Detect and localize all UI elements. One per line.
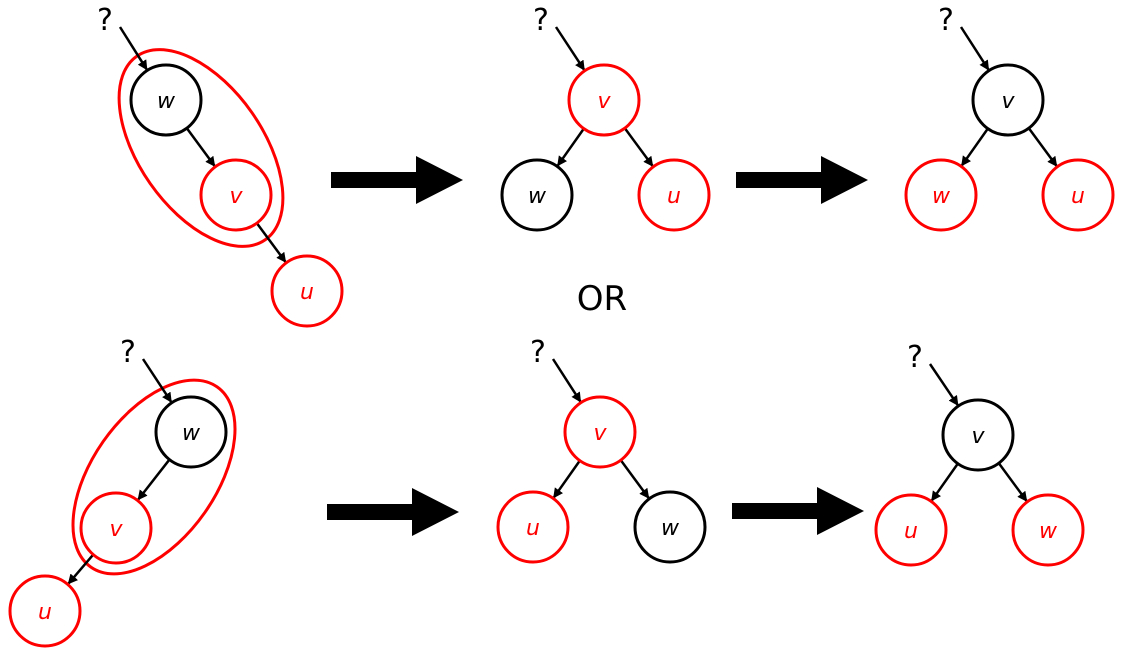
edge-v-to-w	[619, 459, 650, 499]
edge-parent-to-v	[551, 358, 582, 403]
node-u: u	[874, 493, 948, 567]
edge-v-to-w	[960, 127, 989, 167]
node-v: v	[79, 491, 153, 565]
node-w: w	[154, 395, 228, 469]
node-v: v	[971, 63, 1045, 137]
node-u: u	[1041, 158, 1115, 232]
node-u-circle	[8, 574, 82, 648]
node-v-circle	[971, 63, 1045, 137]
edge-parent-to-v	[959, 26, 990, 71]
node-u-circle	[874, 493, 948, 567]
node-v-label: v	[1001, 89, 1015, 114]
node-u-label: u	[667, 184, 681, 209]
node-w-circle	[1011, 493, 1085, 567]
node-w: w	[500, 158, 574, 232]
node-w-circle	[129, 63, 203, 137]
edge-v-to-u	[1027, 127, 1058, 167]
node-w-circle	[500, 158, 574, 232]
edge-v-to-u	[623, 127, 654, 167]
edge-w-to-v	[137, 458, 171, 501]
node-v-circle	[563, 395, 637, 469]
node-v-circle	[941, 398, 1015, 472]
edge-v-to-w	[556, 127, 585, 167]
node-v-label: v	[597, 89, 611, 114]
node-u-label: u	[904, 519, 918, 544]
node-w: w	[633, 490, 707, 564]
node-u: u	[496, 490, 570, 564]
node-v: v	[941, 398, 1015, 472]
parent-placeholder: ?	[97, 3, 113, 38]
node-w-label: w	[528, 184, 547, 209]
node-u-label: u	[38, 600, 52, 625]
edge-v-to-w	[997, 462, 1028, 502]
node-u: u	[637, 158, 711, 232]
node-v-label: v	[971, 424, 985, 449]
transition-arrow-top-1	[331, 156, 463, 204]
parent-placeholder: ?	[938, 3, 954, 38]
node-v-circle	[567, 63, 641, 137]
node-w: w	[129, 63, 203, 137]
or-separator: OR	[577, 279, 627, 319]
transition-arrow-bottom-1	[327, 488, 459, 536]
edge-parent-to-v	[928, 363, 959, 407]
node-v: v	[567, 63, 641, 137]
node-u-circle	[637, 158, 711, 232]
parent-placeholder: ?	[120, 335, 136, 370]
node-u-label: u	[526, 516, 540, 541]
node-w-label: w	[157, 89, 176, 114]
node-v: v	[563, 395, 637, 469]
node-w-label: w	[1039, 519, 1058, 544]
node-u-label: u	[300, 280, 314, 305]
edge-v-to-u	[930, 462, 959, 502]
node-v-circle	[79, 491, 153, 565]
node-u-circle	[1041, 158, 1115, 232]
highlight-ellipse	[71, 378, 237, 576]
transition-arrow-top-2	[736, 156, 868, 204]
node-u: u	[270, 254, 344, 328]
node-v-circle	[199, 158, 273, 232]
node-u: u	[8, 574, 82, 648]
node-v-label: v	[229, 184, 243, 209]
node-w-label: w	[661, 516, 680, 541]
parent-placeholder: ?	[530, 335, 546, 370]
edge-parent-to-w	[118, 26, 148, 71]
parent-placeholder: ?	[907, 340, 923, 375]
node-w-circle	[154, 395, 228, 469]
node-w-circle	[904, 158, 978, 232]
node-u-circle	[496, 490, 570, 564]
node-v-label: v	[109, 517, 123, 542]
node-w: w	[904, 158, 978, 232]
node-w-circle	[633, 490, 707, 564]
node-w-label: w	[182, 421, 201, 446]
node-w-label: w	[932, 184, 951, 209]
edge-parent-to-v	[554, 26, 586, 71]
node-v-label: v	[593, 421, 607, 446]
edge-v-to-u	[67, 553, 95, 585]
highlight-ellipse	[117, 48, 285, 248]
edge-v-to-u	[552, 459, 581, 499]
node-w: w	[1011, 493, 1085, 567]
node-u-label: u	[1071, 184, 1085, 209]
edge-v-to-u	[255, 222, 287, 263]
parent-placeholder: ?	[533, 3, 549, 38]
edge-w-to-v	[185, 127, 216, 167]
node-u-circle	[270, 254, 344, 328]
edge-parent-to-w	[141, 358, 173, 403]
transition-arrow-bottom-2	[732, 487, 864, 535]
node-v: v	[199, 158, 273, 232]
